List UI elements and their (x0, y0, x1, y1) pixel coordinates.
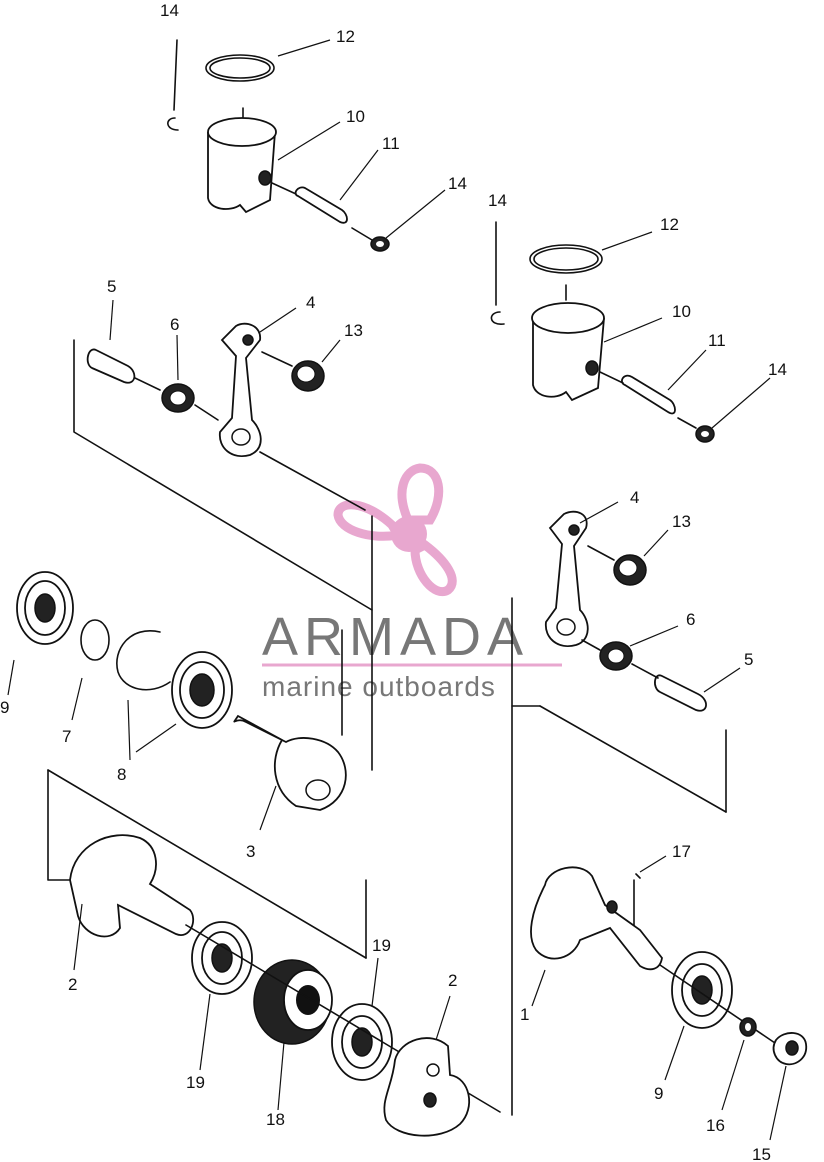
retaining-ring (80, 619, 110, 661)
callout-6: 6 (686, 610, 695, 629)
piston (532, 317, 605, 402)
piston-pin (621, 374, 676, 415)
conrod-assembly-left (73, 299, 373, 611)
circlip (490, 311, 505, 325)
crankshaft-end (530, 866, 663, 971)
callout-11: 11 (382, 134, 400, 153)
callout-10: 10 (672, 302, 691, 321)
callout-9: 9 (654, 1084, 663, 1103)
callout-14: 14 (160, 1, 179, 20)
piston-ring-inner (209, 57, 271, 79)
callout-5: 5 (107, 277, 116, 296)
callout-15: 15 (752, 1145, 771, 1162)
crank-pin (86, 348, 136, 384)
piston-assembly-upper-right (490, 221, 771, 443)
callout-2: 2 (68, 975, 77, 994)
callout-17: 17 (672, 842, 691, 861)
crank-web-right (383, 1037, 470, 1137)
callout-14: 14 (488, 191, 507, 210)
propeller-logo (333, 463, 457, 597)
connecting-rod (219, 322, 262, 458)
callout-14: 14 (448, 174, 467, 193)
piston-ring (205, 54, 275, 82)
piston-pin (294, 186, 348, 224)
brand-tagline: marine outboards (262, 671, 496, 702)
callout-19: 19 (186, 1073, 205, 1092)
callout-9: 9 (0, 698, 9, 717)
piston (207, 131, 276, 214)
callout-4: 4 (630, 488, 639, 507)
callout-numbers: 14 12 10 11 14 14 12 10 11 14 5 6 4 13 4… (0, 1, 787, 1162)
conrod-assembly-right (511, 501, 741, 813)
callout-6: 6 (170, 315, 179, 334)
callout-10: 10 (346, 107, 365, 126)
callout-3: 3 (246, 842, 255, 861)
connecting-rod (545, 510, 589, 648)
crank-lower-group (47, 769, 501, 1137)
snap-ring (116, 630, 171, 691)
callout-11: 11 (708, 331, 726, 350)
armada-watermark: ARMADA marine outboards (262, 463, 562, 702)
crank-pin (654, 674, 707, 712)
brand-name: ARMADA (262, 607, 529, 667)
callout-5: 5 (744, 650, 753, 669)
callout-8: 8 (117, 765, 126, 784)
callout-14: 14 (768, 360, 787, 379)
callout-18: 18 (266, 1110, 285, 1129)
crank-right-group (511, 705, 808, 1141)
callout-13: 13 (344, 321, 363, 340)
callout-12: 12 (336, 27, 355, 46)
callout-7: 7 (62, 727, 71, 746)
crank-web (69, 834, 195, 938)
callout-19: 19 (372, 936, 391, 955)
callout-1: 1 (520, 1005, 529, 1024)
circlip (167, 117, 179, 131)
callout-16: 16 (706, 1116, 725, 1135)
callout-12: 12 (660, 215, 679, 234)
piston-ring (529, 244, 603, 274)
callout-2: 2 (448, 971, 457, 990)
crank-left-group (7, 515, 373, 831)
piston-assembly-upper-left (167, 39, 446, 252)
crank-web-half (233, 714, 347, 811)
callout-4: 4 (306, 293, 315, 312)
callout-13: 13 (672, 512, 691, 531)
